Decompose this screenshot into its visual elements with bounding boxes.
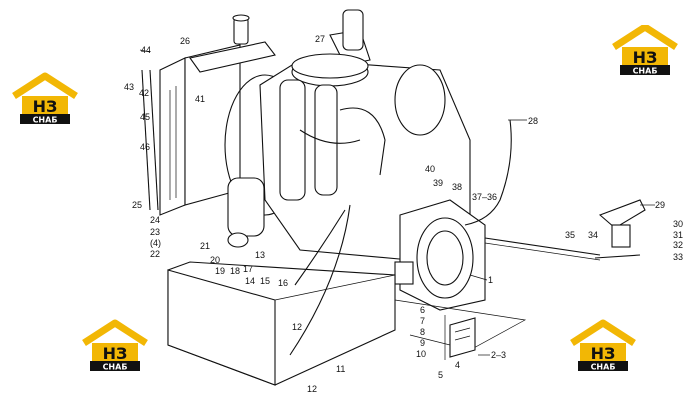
side-bar bbox=[141, 69, 159, 211]
logo-left: НЗ СНАБ bbox=[10, 70, 80, 130]
logo-bottom-right: НЗ СНАБ bbox=[568, 318, 638, 376]
callout-13: 13 bbox=[255, 250, 265, 260]
callout-41: 41 bbox=[195, 94, 205, 104]
callout-45: 45 bbox=[140, 112, 150, 122]
control-rod bbox=[484, 237, 601, 256]
logo-letters: НЗ bbox=[103, 344, 128, 363]
callout-16: 16 bbox=[278, 278, 288, 288]
callout-8: 8 bbox=[420, 327, 425, 337]
logo-top-right: НЗ СНАБ bbox=[610, 23, 680, 77]
callout-14: 14 bbox=[245, 276, 255, 286]
callout-43: 43 bbox=[124, 82, 134, 92]
callout-4-paren: (4) bbox=[150, 238, 161, 248]
callout-23: 23 bbox=[150, 227, 160, 237]
logo-letters: НЗ bbox=[33, 97, 58, 116]
logo-letters: НЗ bbox=[633, 48, 658, 67]
logo-word: СНАБ bbox=[633, 67, 658, 76]
logo-letters: НЗ bbox=[591, 344, 616, 363]
callout-25: 25 bbox=[132, 200, 142, 210]
logo-word: СНАБ bbox=[103, 363, 128, 372]
callout-35: 35 bbox=[565, 230, 575, 240]
callout-33: 33 bbox=[673, 252, 683, 262]
callout-20: 20 bbox=[210, 255, 220, 265]
callout-42: 42 bbox=[139, 88, 149, 98]
callout-7: 7 bbox=[420, 316, 425, 326]
throttle-cable bbox=[464, 119, 512, 226]
callout-40: 40 bbox=[425, 164, 435, 174]
callout-4: 4 bbox=[455, 360, 460, 370]
callout-12-b: 12 bbox=[307, 384, 317, 394]
callout-labels: 44 43 42 26 27 41 45 46 28 25 40 39 38 3… bbox=[124, 34, 683, 394]
callout-34: 34 bbox=[588, 230, 598, 240]
callout-2-3: 2–3 bbox=[491, 350, 506, 360]
callout-10: 10 bbox=[416, 349, 426, 359]
callout-5: 5 bbox=[438, 370, 443, 380]
callout-28: 28 bbox=[528, 116, 538, 126]
flywheel-housing bbox=[394, 199, 486, 311]
callout-12-a: 12 bbox=[292, 322, 302, 332]
fuel-pipe bbox=[294, 209, 346, 286]
callout-38: 38 bbox=[452, 182, 462, 192]
logo-bottom-left: НЗ СНАБ bbox=[80, 318, 150, 376]
callout-18: 18 bbox=[230, 266, 240, 276]
callout-24: 24 bbox=[150, 215, 160, 225]
callout-9: 9 bbox=[420, 338, 425, 348]
callout-15: 15 bbox=[260, 276, 270, 286]
callout-39: 39 bbox=[433, 178, 443, 188]
callout-27: 27 bbox=[315, 34, 325, 44]
callout-46: 46 bbox=[140, 142, 150, 152]
logo-word: СНАБ bbox=[591, 363, 616, 372]
callout-37-36: 37–36 bbox=[472, 192, 497, 202]
callout-19: 19 bbox=[215, 266, 225, 276]
callout-6: 6 bbox=[420, 305, 425, 315]
drain-pipe bbox=[289, 204, 351, 356]
callout-1: 1 bbox=[488, 275, 493, 285]
logo-word: СНАБ bbox=[33, 116, 58, 125]
oil-pan bbox=[167, 261, 396, 386]
callout-44: 44 bbox=[141, 45, 151, 55]
callout-21: 21 bbox=[200, 241, 210, 251]
mount-bracket bbox=[444, 315, 476, 360]
callout-11: 11 bbox=[336, 364, 345, 374]
pedal-assembly bbox=[594, 199, 646, 259]
callout-30: 30 bbox=[673, 219, 683, 229]
callout-31: 31 bbox=[673, 230, 683, 240]
callout-32: 32 bbox=[673, 240, 683, 250]
callout-22: 22 bbox=[150, 249, 160, 259]
base-plate bbox=[394, 299, 527, 351]
callout-29: 29 bbox=[655, 200, 665, 210]
callout-17: 17 bbox=[243, 264, 253, 274]
callout-26: 26 bbox=[180, 36, 190, 46]
